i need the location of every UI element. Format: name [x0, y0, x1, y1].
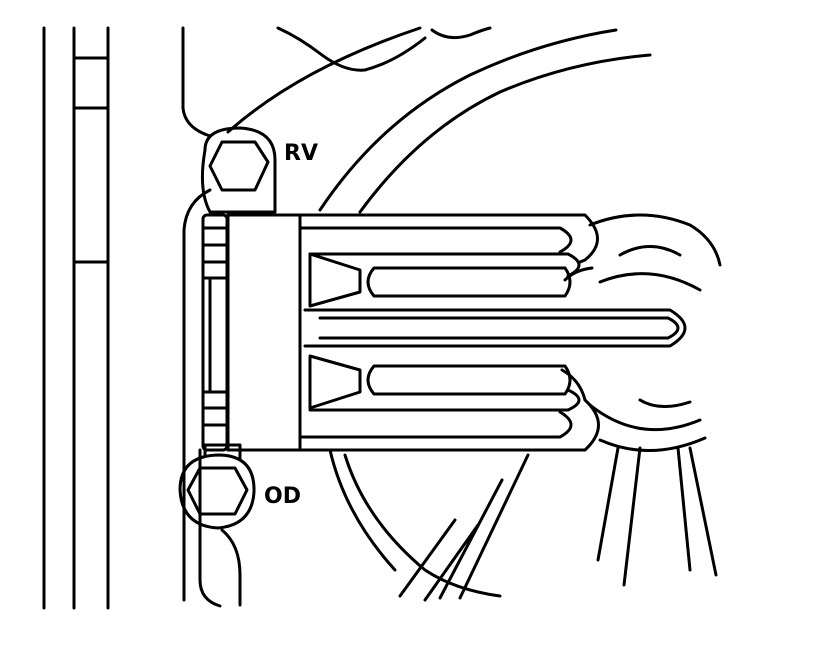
- left-rail: [42, 26, 110, 610]
- hub-assembly: [560, 213, 722, 452]
- spoke-lines: [398, 446, 718, 602]
- bracket-slot-lower: [308, 354, 581, 412]
- wrench-handle: [201, 213, 229, 452]
- label-od: OD: [264, 484, 301, 509]
- bracket-slot-upper: [308, 252, 581, 308]
- drum-arcs: [226, 26, 652, 598]
- bottom-bolt-icon: [178, 443, 256, 530]
- bracket-center-arm: [303, 308, 687, 348]
- housing-outline: [181, 26, 492, 608]
- label-rv: RV: [284, 141, 318, 166]
- top-bolt-icon: [200, 126, 277, 214]
- bracket-body: [226, 213, 600, 452]
